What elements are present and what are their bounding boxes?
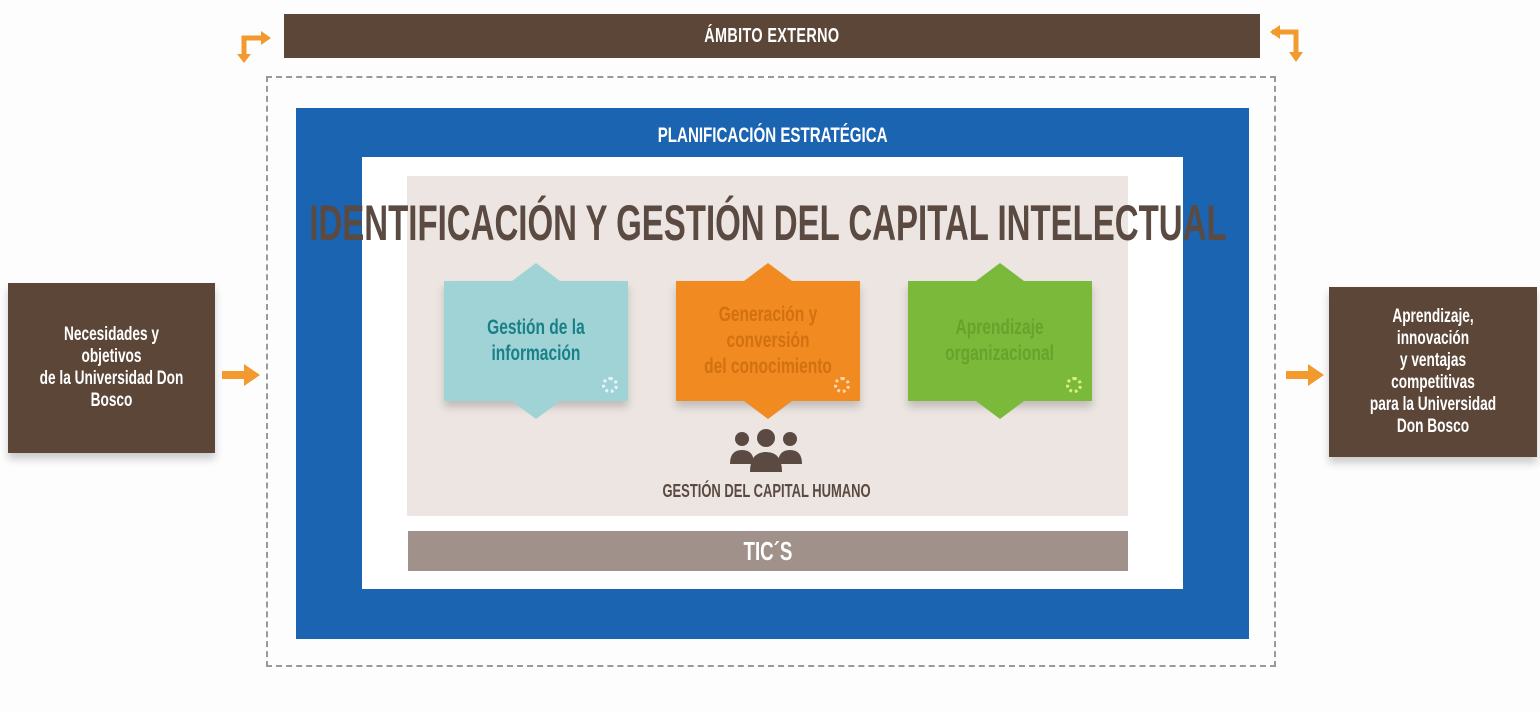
output-line: para la Universidad [1369, 394, 1497, 415]
output-results-box: Aprendizaje, innovación y ventajas compe… [1329, 287, 1537, 457]
card-pointer-up [512, 263, 560, 281]
card-pointer-up [744, 263, 792, 281]
card-pointer-down [976, 401, 1024, 419]
input-line: de la Universidad Don [39, 368, 184, 389]
card-pointer-down [744, 401, 792, 419]
external-environment-band: ÁMBITO EXTERNO [284, 14, 1260, 58]
card-line: Gestión de la [487, 316, 585, 339]
gear-icon [834, 377, 850, 393]
output-results-text: Aprendizaje, innovación y ventajas compe… [1329, 306, 1537, 438]
strategic-planning-title: PLANIFICACIÓN ESTRATÉGICA [296, 118, 1249, 154]
card-line: información [491, 342, 581, 365]
main-title: IDENTIFICACIÓN Y GESTIÓN DEL CAPITAL INT… [309, 188, 1226, 258]
corner-arrow-right-icon [1270, 25, 1303, 62]
gear-icon [1066, 377, 1082, 393]
external-environment-label: ÁMBITO EXTERNO [704, 24, 840, 47]
input-needs-text: Necesidades y objetivos de la Universida… [8, 324, 215, 412]
card-line: Generación y conversión [718, 303, 818, 352]
card-learning-text: Aprendizaje organizacional [926, 315, 1073, 367]
strategic-planning-label: PLANIFICACIÓN ESTRATÉGICA [657, 124, 888, 147]
human-capital-text: GESTIÓN DEL CAPITAL HUMANO [662, 480, 872, 501]
gear-icon [602, 377, 618, 393]
card-organizational-learning: Aprendizaje organizacional [908, 263, 1092, 419]
main-title-text: IDENTIFICACIÓN Y GESTIÓN DEL CAPITAL INT… [308, 195, 1227, 251]
card-pointer-down [512, 401, 560, 419]
card-pointer-up [976, 263, 1024, 281]
input-needs-box: Necesidades y objetivos de la Universida… [8, 283, 215, 453]
tics-bar: TIC´S [408, 531, 1128, 571]
card-line: del conocimiento [704, 355, 832, 378]
card-knowledge-text: Generación y conversión del conocimiento [676, 302, 860, 380]
tics-label: TIC´S [743, 535, 793, 566]
human-capital-label: GESTIÓN DEL CAPITAL HUMANO [607, 476, 927, 506]
output-line: Don Bosco [1396, 416, 1470, 437]
card-information-text: Gestión de la información [470, 315, 602, 367]
card-information-management: Gestión de la información [444, 263, 628, 419]
input-arrow-icon [222, 364, 260, 386]
people-group-icon [730, 429, 802, 472]
card-line: Aprendizaje [955, 316, 1045, 339]
input-line: Necesidades y objetivos [63, 324, 160, 367]
output-line: y ventajas competitivas [1391, 350, 1475, 393]
card-knowledge-generation: Generación y conversión del conocimiento [676, 263, 860, 419]
output-line: Aprendizaje, innovación [1392, 306, 1474, 349]
card-line: organizacional [945, 342, 1055, 365]
corner-arrow-left-icon [237, 31, 271, 63]
input-line: Bosco [90, 390, 133, 411]
output-arrow-icon [1286, 364, 1324, 386]
organization-boundary [266, 76, 1276, 667]
